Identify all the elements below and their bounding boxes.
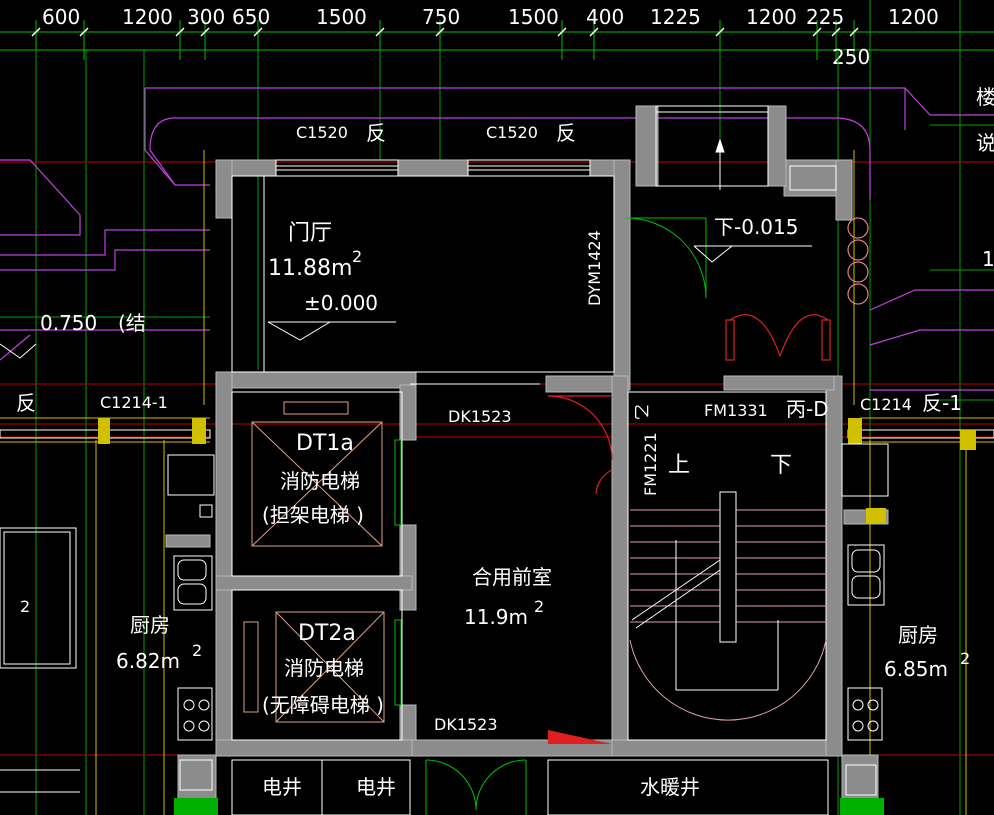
lift2-note: (无障碍电梯 ) bbox=[262, 693, 384, 717]
dim-650: 650 bbox=[232, 5, 270, 29]
right-edge-glyph-3: 1 bbox=[982, 247, 994, 271]
stair-up: 上 bbox=[668, 453, 690, 478]
window-c1520-a-note: 反 bbox=[366, 121, 386, 145]
hall-area-sup: 2 bbox=[352, 247, 362, 266]
kitchen-left-area: 6.82m bbox=[116, 649, 180, 673]
dim-1500: 1500 bbox=[316, 5, 367, 29]
door-dym1424: DYM1424 bbox=[585, 230, 604, 306]
window-c1214-right: C1214 bbox=[860, 395, 912, 414]
left-level-note: (结 bbox=[118, 311, 146, 335]
door-dk1523-top: DK1523 bbox=[448, 407, 512, 426]
kitchen-right-area: 6.85m bbox=[884, 657, 948, 681]
hall-area: 11.88m bbox=[268, 256, 352, 281]
dim-1500-b: 1500 bbox=[508, 5, 559, 29]
lift2-code: DT2a bbox=[298, 621, 356, 646]
kitchen-left-sup: 2 bbox=[192, 641, 202, 660]
kitchen-left-name: 厨房 bbox=[130, 613, 170, 637]
hall-level: ±0.000 bbox=[304, 291, 378, 315]
right-edge-glyph-2: 说 bbox=[976, 131, 994, 155]
dim-750: 750 bbox=[422, 5, 460, 29]
door-dk1523-bottom: DK1523 bbox=[434, 715, 498, 734]
door-fm1331-class: 丙-D bbox=[786, 397, 829, 421]
lift1-note: (担架电梯 ) bbox=[262, 503, 364, 527]
dim-1200-c: 1200 bbox=[888, 5, 939, 29]
window-left-edge-note: 反 bbox=[16, 391, 36, 415]
window-c1520-a: C1520 bbox=[296, 123, 348, 142]
lobby-name: 合用前室 bbox=[472, 565, 552, 589]
lift2-name: 消防电梯 bbox=[284, 656, 364, 680]
kitchen-right-sup: 2 bbox=[960, 649, 970, 668]
dim-300: 300 bbox=[187, 5, 225, 29]
dimension-chain bbox=[0, 20, 994, 60]
window-c1214-left: C1214-1 bbox=[100, 393, 168, 412]
dim-1200-b: 1200 bbox=[746, 5, 797, 29]
dim-1200: 1200 bbox=[122, 5, 173, 29]
window-c1520-b: C1520 bbox=[486, 123, 538, 142]
dim-600: 600 bbox=[42, 5, 80, 29]
left-edge-mark: 2 bbox=[20, 597, 30, 616]
right-edge-glyph-1: 楼 bbox=[976, 85, 994, 109]
lift1-name: 消防电梯 bbox=[280, 469, 360, 493]
kitchen-right-name: 厨房 bbox=[898, 623, 938, 647]
window-c1520-b-note: 反 bbox=[556, 121, 576, 145]
dim-1225: 1225 bbox=[650, 5, 701, 29]
shaft-electric-1: 电井 bbox=[262, 775, 302, 799]
door-fm1221: FM1221 bbox=[641, 432, 660, 496]
shaft-plumbing: 水暖井 bbox=[640, 775, 700, 799]
dim-400: 400 bbox=[586, 5, 624, 29]
hall-name: 门厅 bbox=[288, 221, 332, 246]
window-c1214-right-note: 反-1 bbox=[922, 391, 962, 415]
dim-225: 225 bbox=[806, 5, 844, 29]
shaft-electric-2: 电井 bbox=[356, 775, 396, 799]
stair-down: 下 bbox=[770, 453, 792, 478]
entry-level: 下-0.015 bbox=[714, 215, 798, 239]
lobby-area: 11.9m bbox=[464, 605, 528, 629]
lobby-area-sup: 2 bbox=[534, 597, 544, 616]
door-fm-class: 乙 bbox=[632, 404, 651, 420]
door-fm1331: FM1331 bbox=[704, 401, 768, 420]
left-level: 0.750 bbox=[40, 311, 97, 335]
lift1-code: DT1a bbox=[296, 431, 354, 456]
